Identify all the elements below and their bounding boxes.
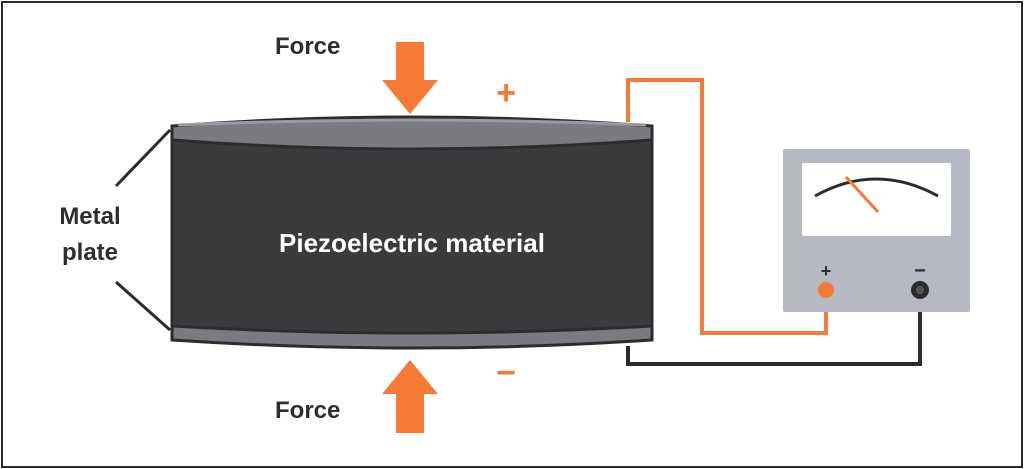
- piezo-cylinder: [172, 126, 652, 348]
- force-bottom-label: Force: [275, 397, 340, 424]
- metal-plate-pointer-bottom: [115, 280, 171, 332]
- material-label: Piezoelectric material: [279, 228, 545, 258]
- voltmeter: + −: [783, 149, 970, 312]
- force-top-label: Force: [275, 33, 340, 60]
- meter-positive-terminal: [818, 282, 834, 298]
- meter-minus-label: −: [914, 260, 926, 282]
- voltmeter-display: [802, 163, 951, 236]
- top-plate-highlight: [177, 118, 647, 127]
- charge-positive-label: +: [496, 74, 516, 112]
- meter-plus-label: +: [821, 261, 832, 281]
- metal-plate-label-line1: Metal: [59, 203, 120, 230]
- force-bottom-arrow-icon: [382, 360, 438, 433]
- metal-plate-pointer-top: [114, 128, 172, 188]
- wire-negative: [626, 292, 922, 366]
- charge-negative-label: −: [496, 354, 516, 392]
- meter-negative-terminal-inner: [916, 286, 924, 294]
- force-top-arrow-icon: [382, 42, 438, 114]
- voltmeter-needle: [844, 175, 880, 214]
- voltmeter-scale-arc: [814, 177, 939, 198]
- metal-plate-label-line2: plate: [62, 239, 118, 266]
- wire-positive: [626, 78, 828, 335]
